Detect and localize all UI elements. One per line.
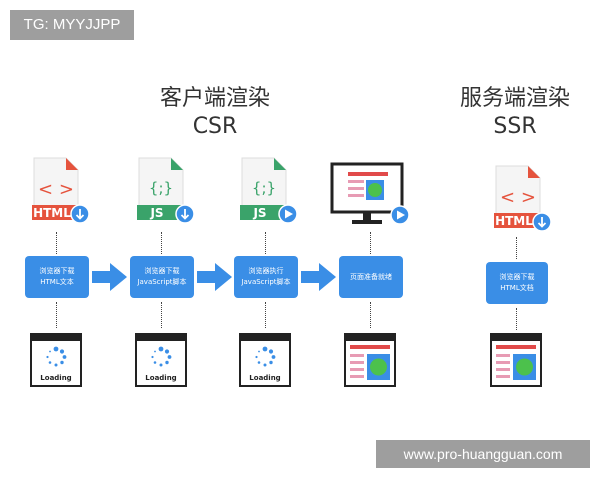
step-box-csr-3: 浏览器执行 JavaScript脚本 bbox=[234, 256, 298, 298]
rendered-page-icon bbox=[490, 333, 542, 387]
connector-line bbox=[56, 232, 57, 254]
step-label: JavaScript脚本 bbox=[241, 278, 291, 286]
loading-window-icon: Loading bbox=[239, 333, 291, 387]
loading-label: Loading bbox=[40, 374, 71, 382]
html-badge: HTML bbox=[495, 214, 533, 228]
step-box-csr-1: 浏览器下载 HTML文本 bbox=[25, 256, 89, 298]
connector-line bbox=[161, 232, 162, 254]
arrow-right-icon bbox=[92, 263, 127, 291]
loading-label: Loading bbox=[249, 374, 280, 382]
arrow-right-icon bbox=[197, 263, 232, 291]
step-box-csr-2: 浏览器下载 JavaScript脚本 bbox=[130, 256, 194, 298]
connector-line bbox=[161, 302, 162, 328]
step-label: 页面准备就绪 bbox=[350, 272, 392, 281]
connector-line bbox=[265, 232, 266, 254]
step-label: 浏览器下载 bbox=[144, 267, 180, 275]
rendered-page-icon bbox=[344, 333, 396, 387]
html-file-icon: < > HTML bbox=[494, 165, 552, 232]
monitor-icon bbox=[330, 162, 410, 225]
connector-line bbox=[265, 302, 266, 328]
arrow-right-icon bbox=[301, 263, 336, 291]
step-label: 浏览器下载 bbox=[499, 273, 535, 281]
js-code-glyph: {;} bbox=[149, 179, 173, 197]
connector-line bbox=[516, 237, 517, 259]
step-label: 浏览器执行 bbox=[248, 267, 284, 275]
loading-window-icon: Loading bbox=[30, 333, 82, 387]
ssr-title-en: SSR bbox=[493, 114, 537, 139]
step-box-ssr-1: 浏览器下载 HTML文档 bbox=[486, 262, 548, 304]
js-badge: JS bbox=[149, 206, 163, 220]
connector-line bbox=[370, 302, 371, 328]
js-code-glyph: {;} bbox=[252, 179, 276, 197]
step-label: HTML文本 bbox=[40, 278, 74, 286]
ssr-title-cn: 服务端渲染 bbox=[459, 86, 570, 111]
step-label: HTML文档 bbox=[500, 284, 534, 292]
csr-title-cn: 客户端渲染 bbox=[159, 86, 270, 111]
csr-title-en: CSR bbox=[192, 114, 238, 139]
step-label: 浏览器下载 bbox=[39, 267, 75, 275]
html-badge: HTML bbox=[33, 206, 71, 220]
watermark-bottom: www.pro-huangguan.com bbox=[376, 440, 590, 468]
html-code-glyph: < > bbox=[38, 179, 74, 200]
step-box-csr-4: 页面准备就绪 bbox=[339, 256, 403, 298]
js-file-icon: {;} JS bbox=[240, 157, 298, 224]
connector-line bbox=[56, 302, 57, 328]
html-code-glyph: < > bbox=[500, 187, 536, 208]
loading-label: Loading bbox=[145, 374, 176, 382]
step-label: JavaScript脚本 bbox=[137, 278, 187, 286]
connector-line bbox=[516, 308, 517, 330]
html-file-icon: < > HTML bbox=[32, 157, 90, 224]
js-badge: JS bbox=[252, 206, 266, 220]
loading-window-icon: Loading bbox=[135, 333, 187, 387]
js-file-icon: {;} JS bbox=[137, 157, 195, 224]
watermark-top: TG: MYYJJPP bbox=[10, 10, 134, 40]
connector-line bbox=[370, 232, 371, 254]
